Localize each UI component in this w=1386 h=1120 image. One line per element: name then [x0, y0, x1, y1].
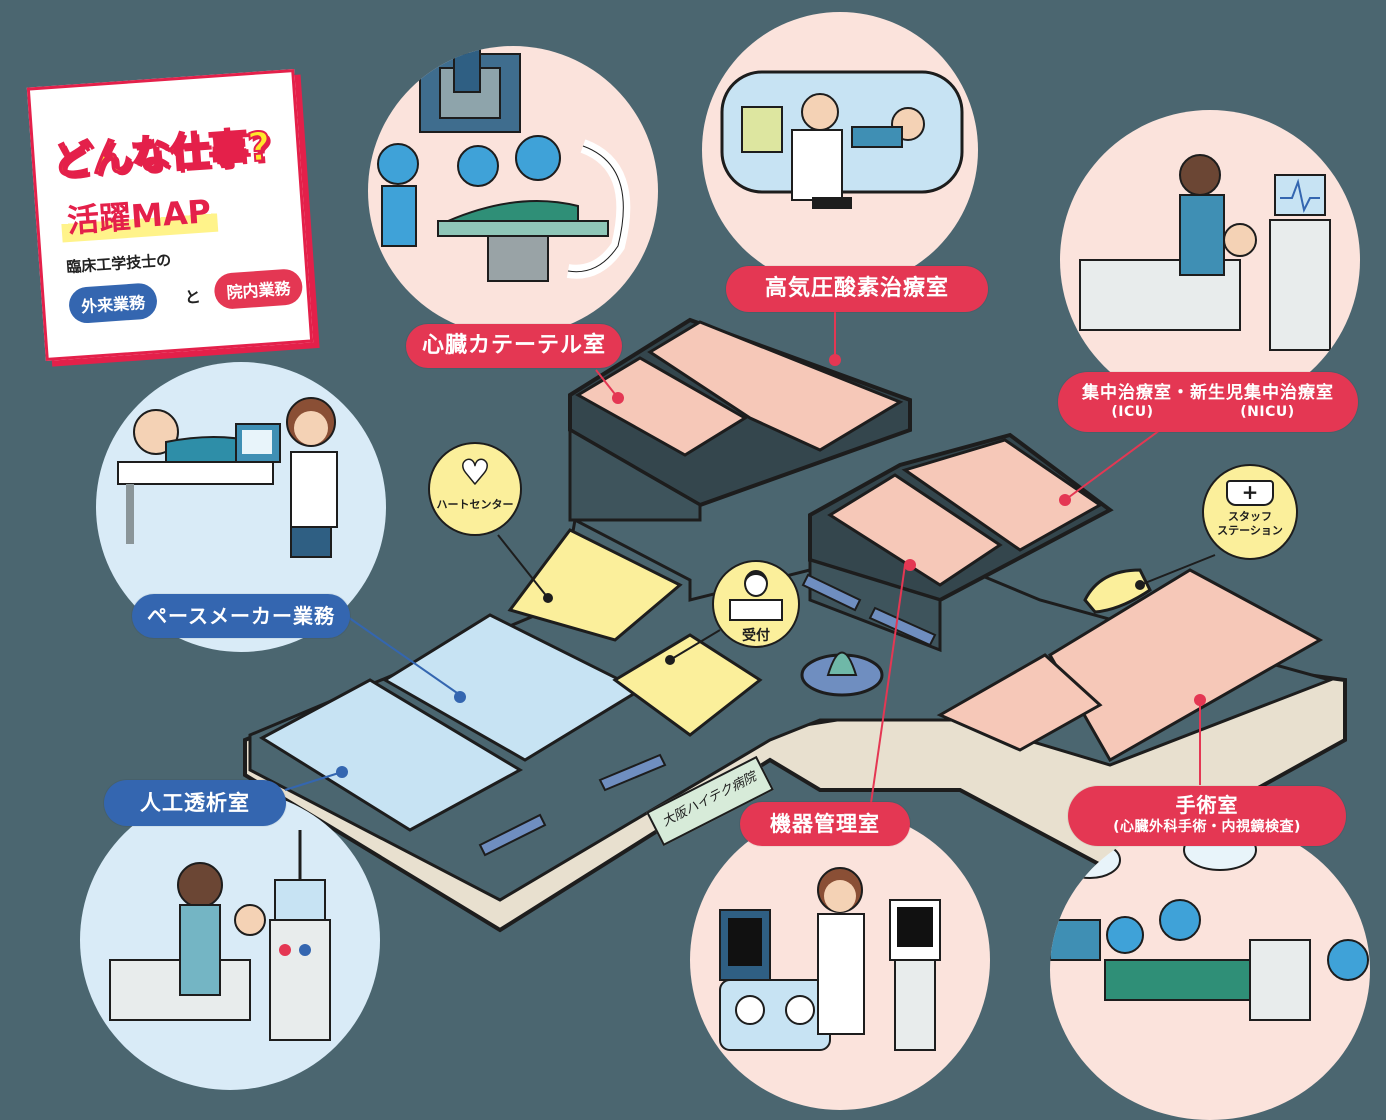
headline: どんな仕事?: [50, 123, 272, 186]
dialysis-scene-icon: [109, 830, 331, 1041]
room-hyperbaric[interactable]: [647, 320, 904, 452]
surgery-scene-icon: [1050, 829, 1369, 1021]
conjunction: と: [184, 287, 202, 308]
illustration-equipment: [690, 810, 990, 1110]
illustration-hyperbaric: [702, 12, 978, 288]
illustration-surgery: [1050, 820, 1370, 1120]
illustration-icu: [1060, 110, 1360, 410]
room-icu[interactable]: [901, 438, 1103, 552]
room-surgery[interactable]: [1047, 568, 1324, 763]
nurse-cap-cross-icon: +: [1226, 480, 1274, 506]
pacemaker-check-scene-icon: [117, 397, 338, 558]
label-cath-lab[interactable]: 心臓カテーテル室: [406, 324, 622, 368]
marker-reception[interactable]: 受付: [712, 560, 800, 648]
marker-heart-center[interactable]: ♥ ハートセンター: [428, 442, 522, 536]
heart-icon: ♥: [459, 453, 491, 493]
tag-inpatient: 院内業務: [213, 267, 304, 311]
marker-staff-station[interactable]: + スタッフ ステーション: [1202, 464, 1298, 560]
cath-lab-scene-icon: [377, 46, 631, 282]
subheadline: 活躍MAP: [59, 185, 219, 243]
label-icu[interactable]: 集中治療室・新生児集中治療室 (ICU) (NICU): [1058, 372, 1358, 432]
room-equipment[interactable]: [827, 473, 1003, 587]
illustration-dialysis: [80, 790, 380, 1090]
description: 臨床工学技士の: [65, 251, 172, 277]
room-dialysis[interactable]: [259, 678, 524, 832]
room-reception[interactable]: [612, 633, 763, 737]
label-dialysis[interactable]: 人工透析室: [104, 780, 286, 826]
label-equipment[interactable]: 機器管理室: [740, 802, 910, 846]
room-heart-center[interactable]: [507, 528, 683, 642]
hyperbaric-chamber-icon: [720, 70, 964, 209]
label-surgery[interactable]: 手術室 (心臓外科手術・内視鏡検査): [1068, 786, 1346, 846]
title-card: どんな仕事? 活躍MAP 臨床工学技士の 外来業務 と 院内業務: [26, 68, 314, 362]
room-cath-lab[interactable]: [575, 356, 748, 457]
label-hyperbaric[interactable]: 高気圧酸素治療室: [726, 266, 988, 312]
label-pacemaker[interactable]: ペースメーカー業務: [132, 594, 350, 638]
equipment-management-scene-icon: [719, 867, 941, 1051]
nurse-at-desk-icon: [744, 570, 768, 597]
illustration-cath-lab: [368, 46, 658, 336]
icu-bedside-scene-icon: [1079, 154, 1331, 351]
tag-outpatient: 外来業務: [67, 282, 159, 325]
